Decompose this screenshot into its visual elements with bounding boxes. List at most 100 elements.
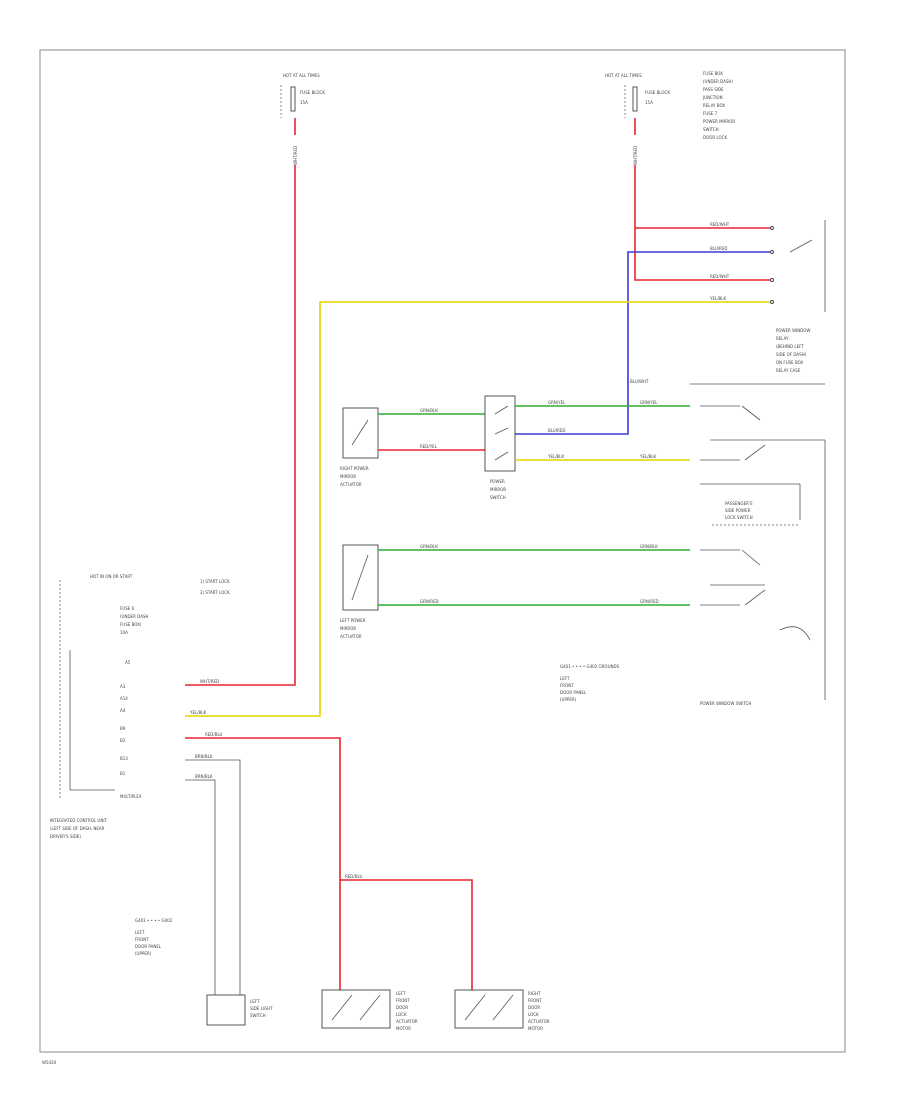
relay-label-2: (BEHIND LEFT bbox=[776, 344, 804, 349]
diagram-frame bbox=[39, 49, 846, 1053]
wire-label-grn-c: GRN/YEL bbox=[640, 400, 658, 405]
pin-h: B1 bbox=[120, 771, 126, 776]
lla-2: DOOR bbox=[396, 1005, 408, 1010]
pin-b: A3 bbox=[120, 684, 126, 689]
lla-3: LOCK bbox=[396, 1012, 407, 1017]
pls-contact-1 bbox=[741, 405, 761, 421]
ground-mid-sub-1: FRONT bbox=[560, 683, 574, 688]
mux-label-0: MULTIPLEX bbox=[120, 794, 142, 799]
lamp-label-2: SWITCH bbox=[250, 1013, 266, 1018]
wire-label-yel-c: YEL/BLK bbox=[639, 454, 657, 459]
wire-red-ign2 bbox=[185, 737, 341, 1000]
mux-sub-0: (LEFT SIDE OF DASH, NEAR bbox=[50, 826, 105, 831]
mux-label-1: INTEGRATED CONTROL UNIT bbox=[50, 818, 108, 823]
mirror-switch-arm-1 bbox=[494, 405, 509, 415]
note-8: DOOR LOCK bbox=[703, 135, 727, 140]
wire-brn-b bbox=[185, 779, 216, 995]
wire-label-blu-mid: BLU/WHT bbox=[630, 379, 649, 384]
wire-label-yel-ign: YEL/BLK bbox=[189, 710, 207, 715]
wire-label-grn-b: GRN/YEL bbox=[548, 400, 566, 405]
lla-0: LEFT bbox=[396, 991, 406, 996]
rla-2: DOOR bbox=[528, 1005, 540, 1010]
rm-label-2: ACTUATOR bbox=[340, 482, 362, 487]
ms-label-1: MIRROR bbox=[490, 487, 506, 492]
ign-fuse-3: 10A bbox=[120, 630, 128, 635]
rla-3: LOCK bbox=[528, 1012, 539, 1017]
ground-bottom-left: G401 • • • • G402 bbox=[135, 918, 173, 923]
wire-label-brn-b: BRN/BLK bbox=[195, 774, 213, 779]
note-2: PASS SIDE bbox=[703, 87, 724, 92]
relay-pin-2 bbox=[770, 250, 774, 254]
lm-label-0: LEFT POWER bbox=[340, 618, 366, 623]
driver-lock-switch: POWER WINDOW SWITCH bbox=[700, 440, 826, 706]
pin-f: B2 bbox=[120, 738, 126, 743]
pws-h-0: PASSENGER'S bbox=[725, 501, 753, 506]
fuse-block-right: HOT AT ALL TIMES FUSE BLOCK 15A bbox=[605, 73, 670, 118]
ign-opt-1: 2) START LOCK bbox=[200, 590, 230, 595]
pin-d: A4 bbox=[120, 708, 126, 713]
fuse-right-name: FUSE BLOCK bbox=[645, 90, 670, 95]
passenger-lock-switch bbox=[700, 383, 825, 461]
left-mirror-actuator: LEFT POWER MIRROR ACTUATOR bbox=[340, 544, 379, 639]
note-7: SWITCH bbox=[703, 127, 719, 132]
rla-0: RIGHT bbox=[528, 991, 541, 996]
wire-red-bottom bbox=[340, 879, 473, 1000]
mirror-control-switch: POWER MIRROR SWITCH bbox=[484, 395, 516, 500]
wire-yellow-long bbox=[185, 301, 770, 717]
lla-5: MOTOR bbox=[396, 1026, 411, 1031]
wire-label-red-ign2: RED/BLU bbox=[205, 732, 223, 737]
note-5: FUSE 7 bbox=[703, 111, 718, 116]
left-lock-arm-1 bbox=[331, 994, 353, 1021]
wire-label-blu-b: BLU/RED bbox=[548, 428, 565, 433]
wire-label-red-top-a: RED/WHT bbox=[710, 222, 730, 227]
lla-1: FRONT bbox=[396, 998, 410, 1003]
fuse-block-left: HOT AT ALL TIMES FUSE BLOCK 15A bbox=[280, 73, 325, 118]
wire-label-grn-d: GRN/BLK bbox=[420, 544, 438, 549]
gbl-sub-1: FRONT bbox=[135, 937, 149, 942]
footer-id: W5430 bbox=[42, 1060, 57, 1065]
relay-pin-4 bbox=[770, 300, 774, 304]
fuse-right-header: HOT AT ALL TIMES bbox=[605, 73, 642, 78]
relay-label-4: ON FUSE BOX bbox=[776, 360, 804, 365]
fuse-left-fuse: 15A bbox=[300, 100, 308, 105]
rm-label-1: MIRROR bbox=[340, 474, 356, 479]
right-lock-actuator: RIGHT FRONT DOOR LOCK ACTUATOR MOTOR bbox=[454, 989, 550, 1031]
mirror-switch-arm-2 bbox=[494, 427, 509, 435]
dls-lock-knob bbox=[779, 626, 811, 641]
lamp-label-1: SIDE LIGHT bbox=[250, 1006, 273, 1011]
ign-fuse-0: FUSE 6 bbox=[120, 606, 135, 611]
gbl-sub-3: (UPPER) bbox=[135, 951, 152, 956]
mux-sub-1: DRIVER'S SIDE) bbox=[50, 834, 81, 839]
dls-contact-1 bbox=[741, 549, 761, 566]
relay-pin-1 bbox=[770, 226, 774, 230]
relay-label-5: RELAY CASE bbox=[776, 368, 801, 373]
multiplex-unit: A5 A3 A14 A4 B9 B2 B13 B1 MULTIPLEX INTE… bbox=[50, 650, 142, 839]
ms-label-0: POWER bbox=[490, 479, 505, 484]
fuse-left-name: FUSE BLOCK bbox=[300, 90, 325, 95]
power-window-switch-header: PASSENGER'S SIDE POWER LOCK SWITCH bbox=[700, 483, 801, 526]
wire-label-yel-b: YEL/BLK bbox=[547, 454, 565, 459]
rm-label-0: RIGHT POWER bbox=[340, 466, 369, 471]
relay-pin-3 bbox=[770, 278, 774, 282]
left-lock-arm-2 bbox=[359, 994, 381, 1021]
pin-g: B13 bbox=[120, 756, 128, 761]
ms-label-2: SWITCH bbox=[490, 495, 506, 500]
rla-4: ACTUATOR bbox=[528, 1019, 550, 1024]
left-lock-actuator: LEFT FRONT DOOR LOCK ACTUATOR MOTOR bbox=[321, 989, 418, 1031]
ign-opt-0: 1) START LOCK bbox=[200, 579, 230, 584]
mirror-switch-arm-3 bbox=[494, 451, 509, 461]
fuse-right-element bbox=[632, 86, 638, 112]
note-6: POWER MIRROR bbox=[703, 119, 735, 124]
relay-label-3: SIDE OF DASH) bbox=[776, 352, 807, 357]
wire-label-blu-top: BLU/RED bbox=[710, 246, 727, 251]
ground-mid: G401 • • • • G402 GROUNDS bbox=[560, 664, 620, 669]
wire-label-grn-g: GRN/RED bbox=[640, 599, 659, 604]
gbl-sub-2: DOOR PANEL bbox=[135, 944, 162, 949]
ign-fuse-2: FUSE BOX) bbox=[120, 622, 142, 627]
ground-mid-sub-2: DOOR PANEL bbox=[560, 690, 587, 695]
wire-label-grn-f: GRN/RED bbox=[420, 599, 439, 604]
note-0: FUSE BOX bbox=[703, 71, 723, 76]
right-notes: FUSE BOX (UNDER DASH) PASS SIDE JUNCTION… bbox=[702, 71, 735, 140]
dls-contact-2 bbox=[744, 589, 766, 606]
